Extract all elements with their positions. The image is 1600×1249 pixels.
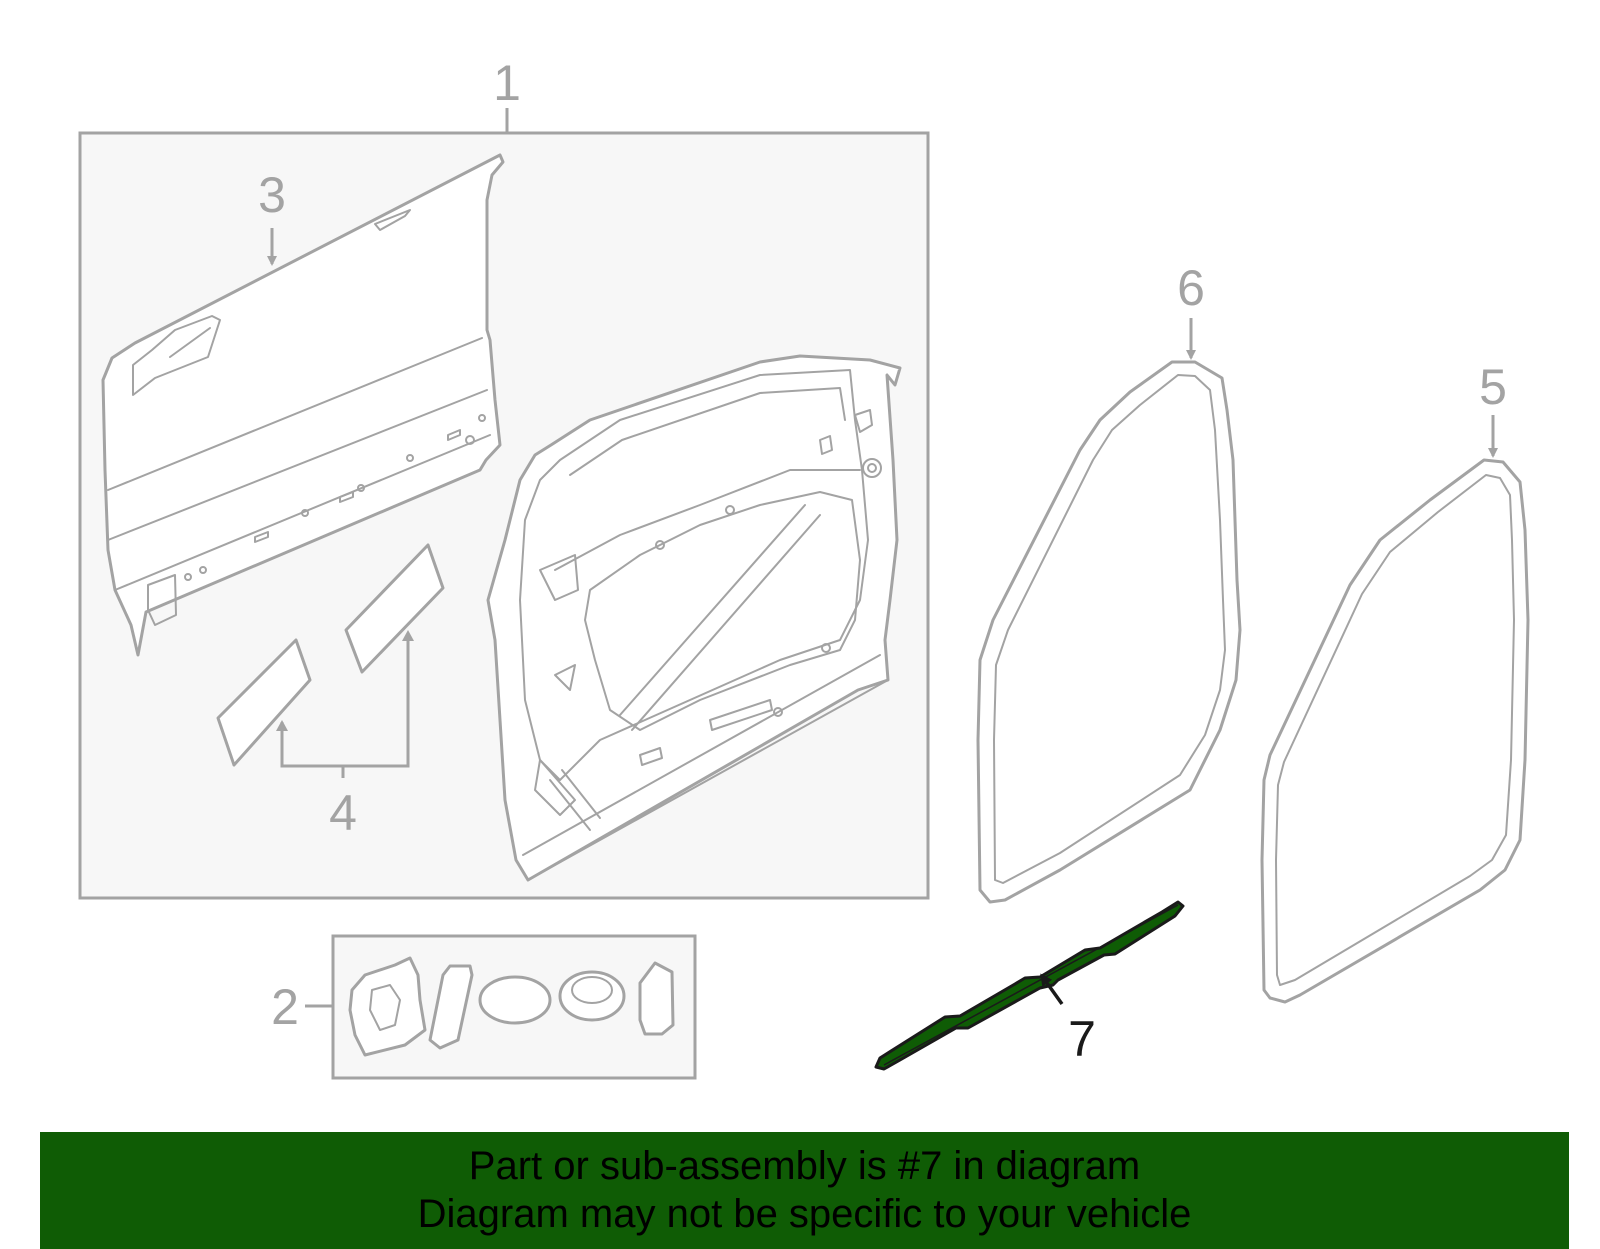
info-banner: Part or sub-assembly is #7 in diagram Di… [40, 1132, 1569, 1249]
callout-3: 3 [258, 167, 286, 223]
callout-6: 6 [1177, 260, 1205, 316]
banner-line-1: Part or sub-assembly is #7 in diagram [468, 1144, 1141, 1188]
callout-4-arrow-right [402, 630, 414, 641]
callout-4-bracket [280, 634, 410, 768]
inner-door-frame [486, 354, 902, 882]
callout-5: 5 [1479, 359, 1507, 415]
callout-4-arrow-left [276, 720, 288, 731]
banner-line-2: Diagram may not be specific to your vehi… [417, 1192, 1192, 1236]
body-weatherstrip [1260, 458, 1530, 1004]
door-weatherstrip [976, 360, 1242, 904]
hardware-parts [348, 956, 675, 1057]
outer-door-panel [101, 153, 505, 657]
lower-door-seal [874, 900, 1185, 1071]
callout-7-leader [1040, 973, 1064, 1006]
insulator-pads [216, 543, 445, 767]
callout-2: 2 [271, 979, 299, 1035]
callout-1: 1 [493, 55, 521, 111]
callout-7: 7 [1068, 1011, 1096, 1067]
callout-4: 4 [329, 785, 357, 841]
